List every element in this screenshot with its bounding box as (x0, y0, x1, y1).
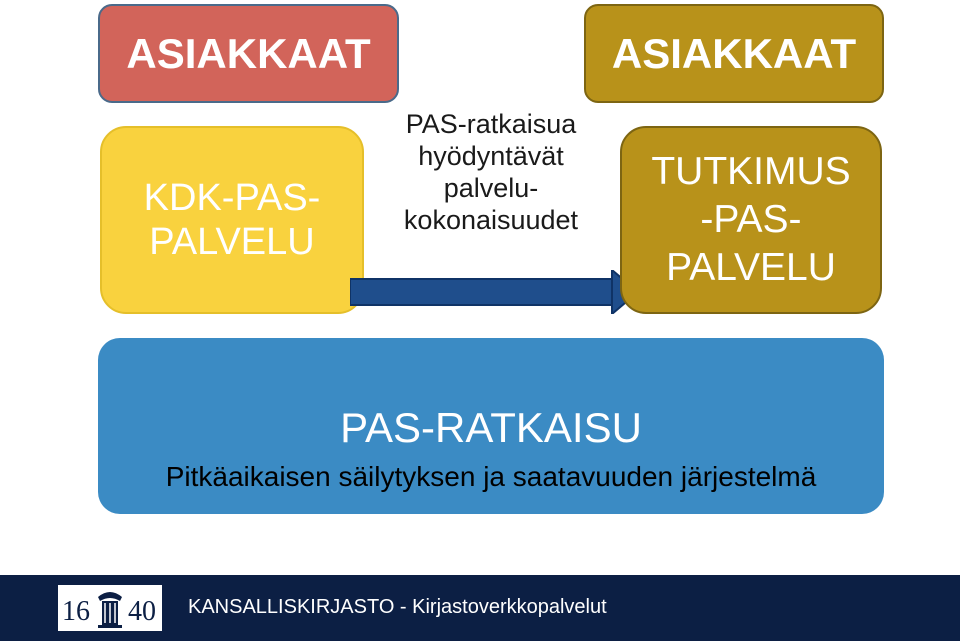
footer-organization-text: KANSALLISKIRJASTO - Kirjastoverkkopalvel… (188, 596, 607, 618)
pas-solution-title: PAS-RATKAISU (340, 404, 642, 451)
arrow-right-icon (350, 270, 640, 314)
logo-number-left: 16 (62, 596, 90, 627)
national-library-logo-icon: 16 40 (58, 585, 162, 631)
customers-box-left: ASIAKKAAT (98, 4, 399, 103)
connector-label: PAS-ratkaisua hyödyntävät palvelu- kokon… (403, 109, 579, 235)
pas-solution-box: PAS-RATKAISU Pitkäaikaisen säilytyksen j… (98, 338, 884, 514)
pas-solution-subtitle: Pitkäaikaisen säilytyksen ja saatavuuden… (165, 461, 817, 492)
customers-box-right: ASIAKKAAT (584, 4, 884, 103)
research-pas-service-box: TUTKIMUS -PAS- PALVELU (620, 126, 882, 314)
kdk-pas-service-box: KDK-PAS- PALVELU (100, 126, 364, 314)
footer-bar: 16 40 KANSALLISKIRJASTO - Kirjastoverkko… (0, 575, 960, 641)
logo-number-right: 40 (128, 596, 156, 627)
